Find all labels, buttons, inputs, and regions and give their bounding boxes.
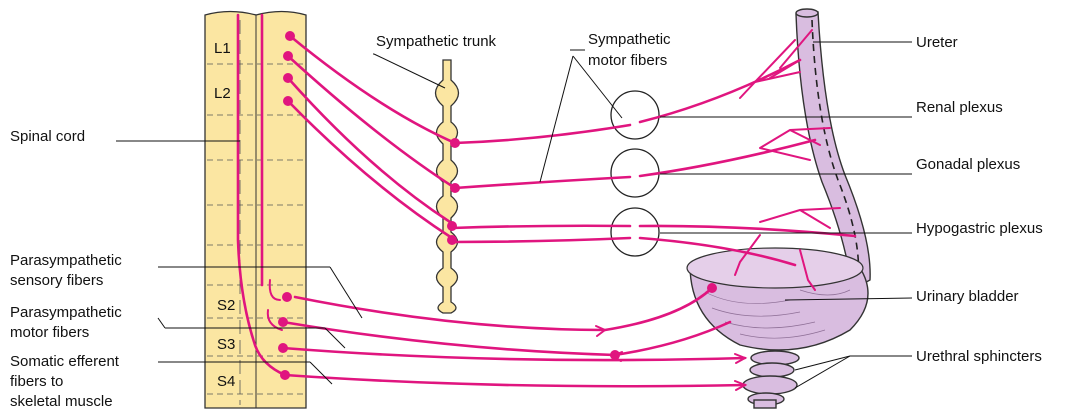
segment-s2-label: S2 (217, 297, 235, 314)
urethral-sphincters-label: Urethral sphincters (916, 348, 1042, 365)
urinary-organs (687, 9, 870, 408)
somatic-efferent-label-line2: fibers to (10, 373, 63, 390)
sympathetic-trunk-label: Sympathetic trunk (376, 33, 497, 50)
spinal-cord-label: Spinal cord (10, 128, 85, 145)
ureter-label: Ureter (916, 34, 958, 51)
renal-plexus-ganglion (611, 91, 659, 139)
segment-l1-label: L1 (214, 40, 231, 57)
urethral-sphincters (743, 351, 799, 408)
somatic-efferent-label-line3: skeletal muscle (10, 393, 113, 410)
urinary-bladder-label: Urinary bladder (916, 288, 1019, 305)
sympathetic-motor-fibers-label-line2: motor fibers (588, 52, 667, 69)
hypogastric-plexus-ganglion (611, 208, 659, 256)
parasympathetic-sensory-label-line2: sensory fibers (10, 272, 103, 289)
parasympathetic-sensory-label-line1: Parasympathetic (10, 252, 122, 269)
sympathetic-motor-fibers-label-line1: Sympathetic (588, 31, 671, 48)
parasympathetic-motor-label-line2: motor fibers (10, 324, 89, 341)
parasympathetic-motor-label-line1: Parasympathetic (10, 304, 122, 321)
hypogastric-plexus-label: Hypogastric plexus (916, 220, 1043, 237)
renal-plexus-label: Renal plexus (916, 99, 1003, 116)
gonadal-plexus-label: Gonadal plexus (916, 156, 1020, 173)
somatic-efferent-label-line1: Somatic efferent (10, 353, 120, 370)
segment-s3-label: S3 (217, 336, 235, 353)
labels: Sympathetic trunk Sympathetic motor fibe… (10, 31, 1043, 410)
ureter (796, 12, 870, 290)
segment-s4-label: S4 (217, 373, 235, 390)
sympathetic-dots (283, 31, 460, 245)
segment-l2-label: L2 (214, 85, 231, 102)
